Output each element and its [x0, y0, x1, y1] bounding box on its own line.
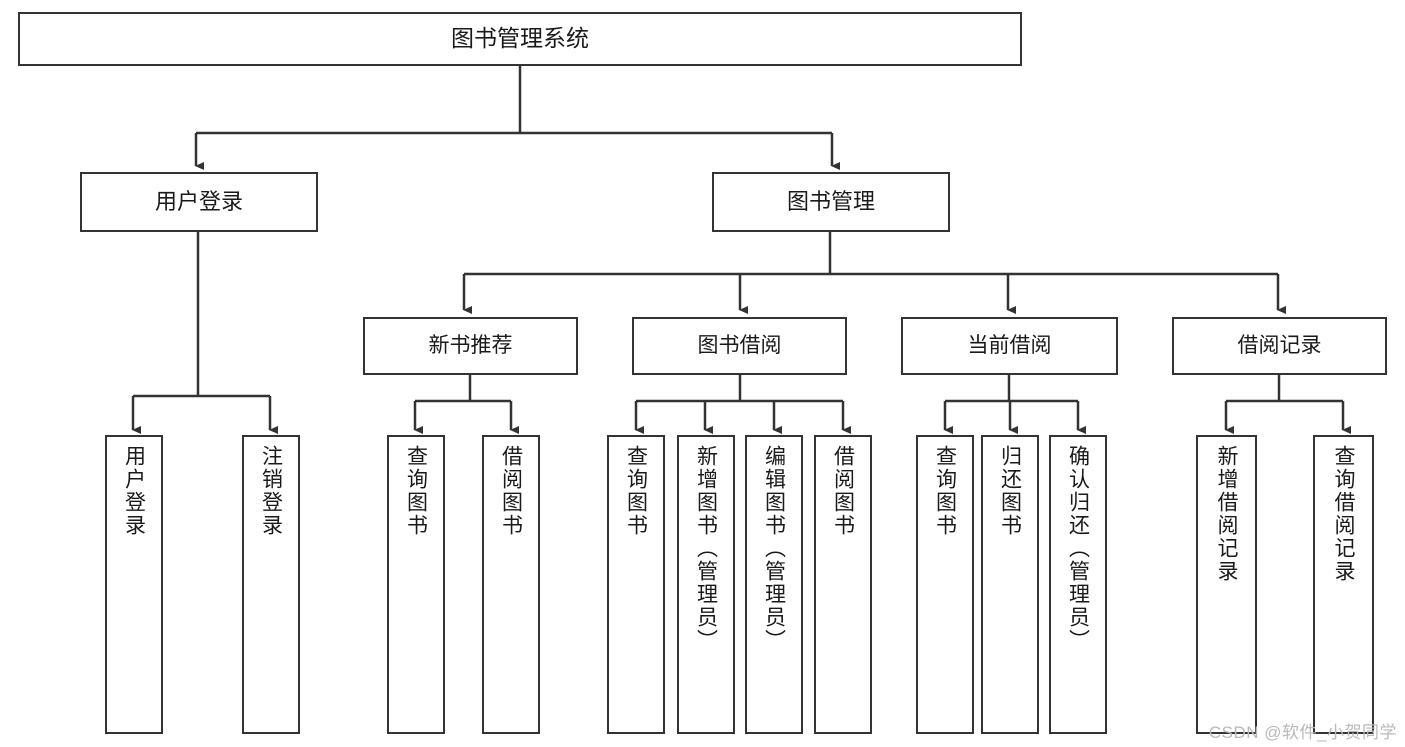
node-label: 注销登录 — [259, 445, 283, 537]
node-label: 新增图书（管理员） — [694, 445, 718, 652]
leaf-current-borrow-confirm-return-admin[interactable]: 确认归还（管理员） — [1049, 435, 1107, 734]
node-label: 图书管理 — [786, 189, 875, 215]
leaf-user-login-logout[interactable]: 注销登录 — [242, 435, 300, 734]
leaf-current-borrow-return-book[interactable]: 归还图书 — [981, 435, 1039, 734]
watermark-text: CSDN @软件_小贺同学 — [1208, 723, 1397, 742]
node-label: 用户登录 — [122, 445, 146, 537]
node-label: 借阅图书 — [831, 445, 855, 537]
leaf-new-book-borrow-book[interactable]: 借阅图书 — [482, 435, 540, 734]
node-book-borrow[interactable]: 图书借阅 — [632, 317, 847, 375]
node-label: 查询图书 — [404, 445, 428, 537]
node-label: 新增借阅记录 — [1215, 445, 1238, 583]
leaf-new-book-query-book[interactable]: 查询图书 — [387, 435, 445, 734]
leaf-book-borrow-borrow-book[interactable]: 借阅图书 — [814, 435, 872, 734]
node-label: 图书管理系统 — [451, 25, 589, 52]
node-label: 借阅图书 — [499, 445, 523, 537]
leaf-book-borrow-query-book[interactable]: 查询图书 — [607, 435, 665, 734]
node-new-book-recommend[interactable]: 新书推荐 — [363, 317, 578, 375]
node-label: 用户登录 — [154, 189, 243, 215]
node-label: 当前借阅 — [967, 333, 1052, 357]
leaf-book-borrow-edit-book-admin[interactable]: 编辑图书（管理员） — [745, 435, 803, 734]
leaf-current-borrow-query-book[interactable]: 查询图书 — [916, 435, 974, 734]
node-current-borrow[interactable]: 当前借阅 — [901, 317, 1118, 375]
leaf-book-borrow-add-book-admin[interactable]: 新增图书（管理员） — [677, 435, 735, 734]
leaf-borrow-record-query-record[interactable]: 查询借阅记录 — [1313, 435, 1374, 734]
node-label: 归还图书 — [998, 445, 1022, 537]
node-label: 查询图书 — [933, 445, 957, 537]
node-label: 查询图书 — [624, 445, 648, 537]
node-label: 查询借阅记录 — [1332, 445, 1355, 583]
node-label: 编辑图书（管理员） — [762, 445, 786, 652]
node-book-management[interactable]: 图书管理 — [712, 172, 950, 232]
node-borrow-record[interactable]: 借阅记录 — [1172, 317, 1387, 375]
leaf-user-login-login[interactable]: 用户登录 — [105, 435, 163, 734]
node-root-book-management-system[interactable]: 图书管理系统 — [18, 12, 1022, 66]
leaf-borrow-record-add-record[interactable]: 新增借阅记录 — [1196, 435, 1257, 734]
node-label: 新书推荐 — [428, 333, 513, 357]
node-label: 借阅记录 — [1237, 333, 1322, 357]
node-label: 确认归还（管理员） — [1066, 445, 1090, 652]
node-user-login[interactable]: 用户登录 — [80, 172, 318, 232]
node-label: 图书借阅 — [697, 333, 782, 357]
